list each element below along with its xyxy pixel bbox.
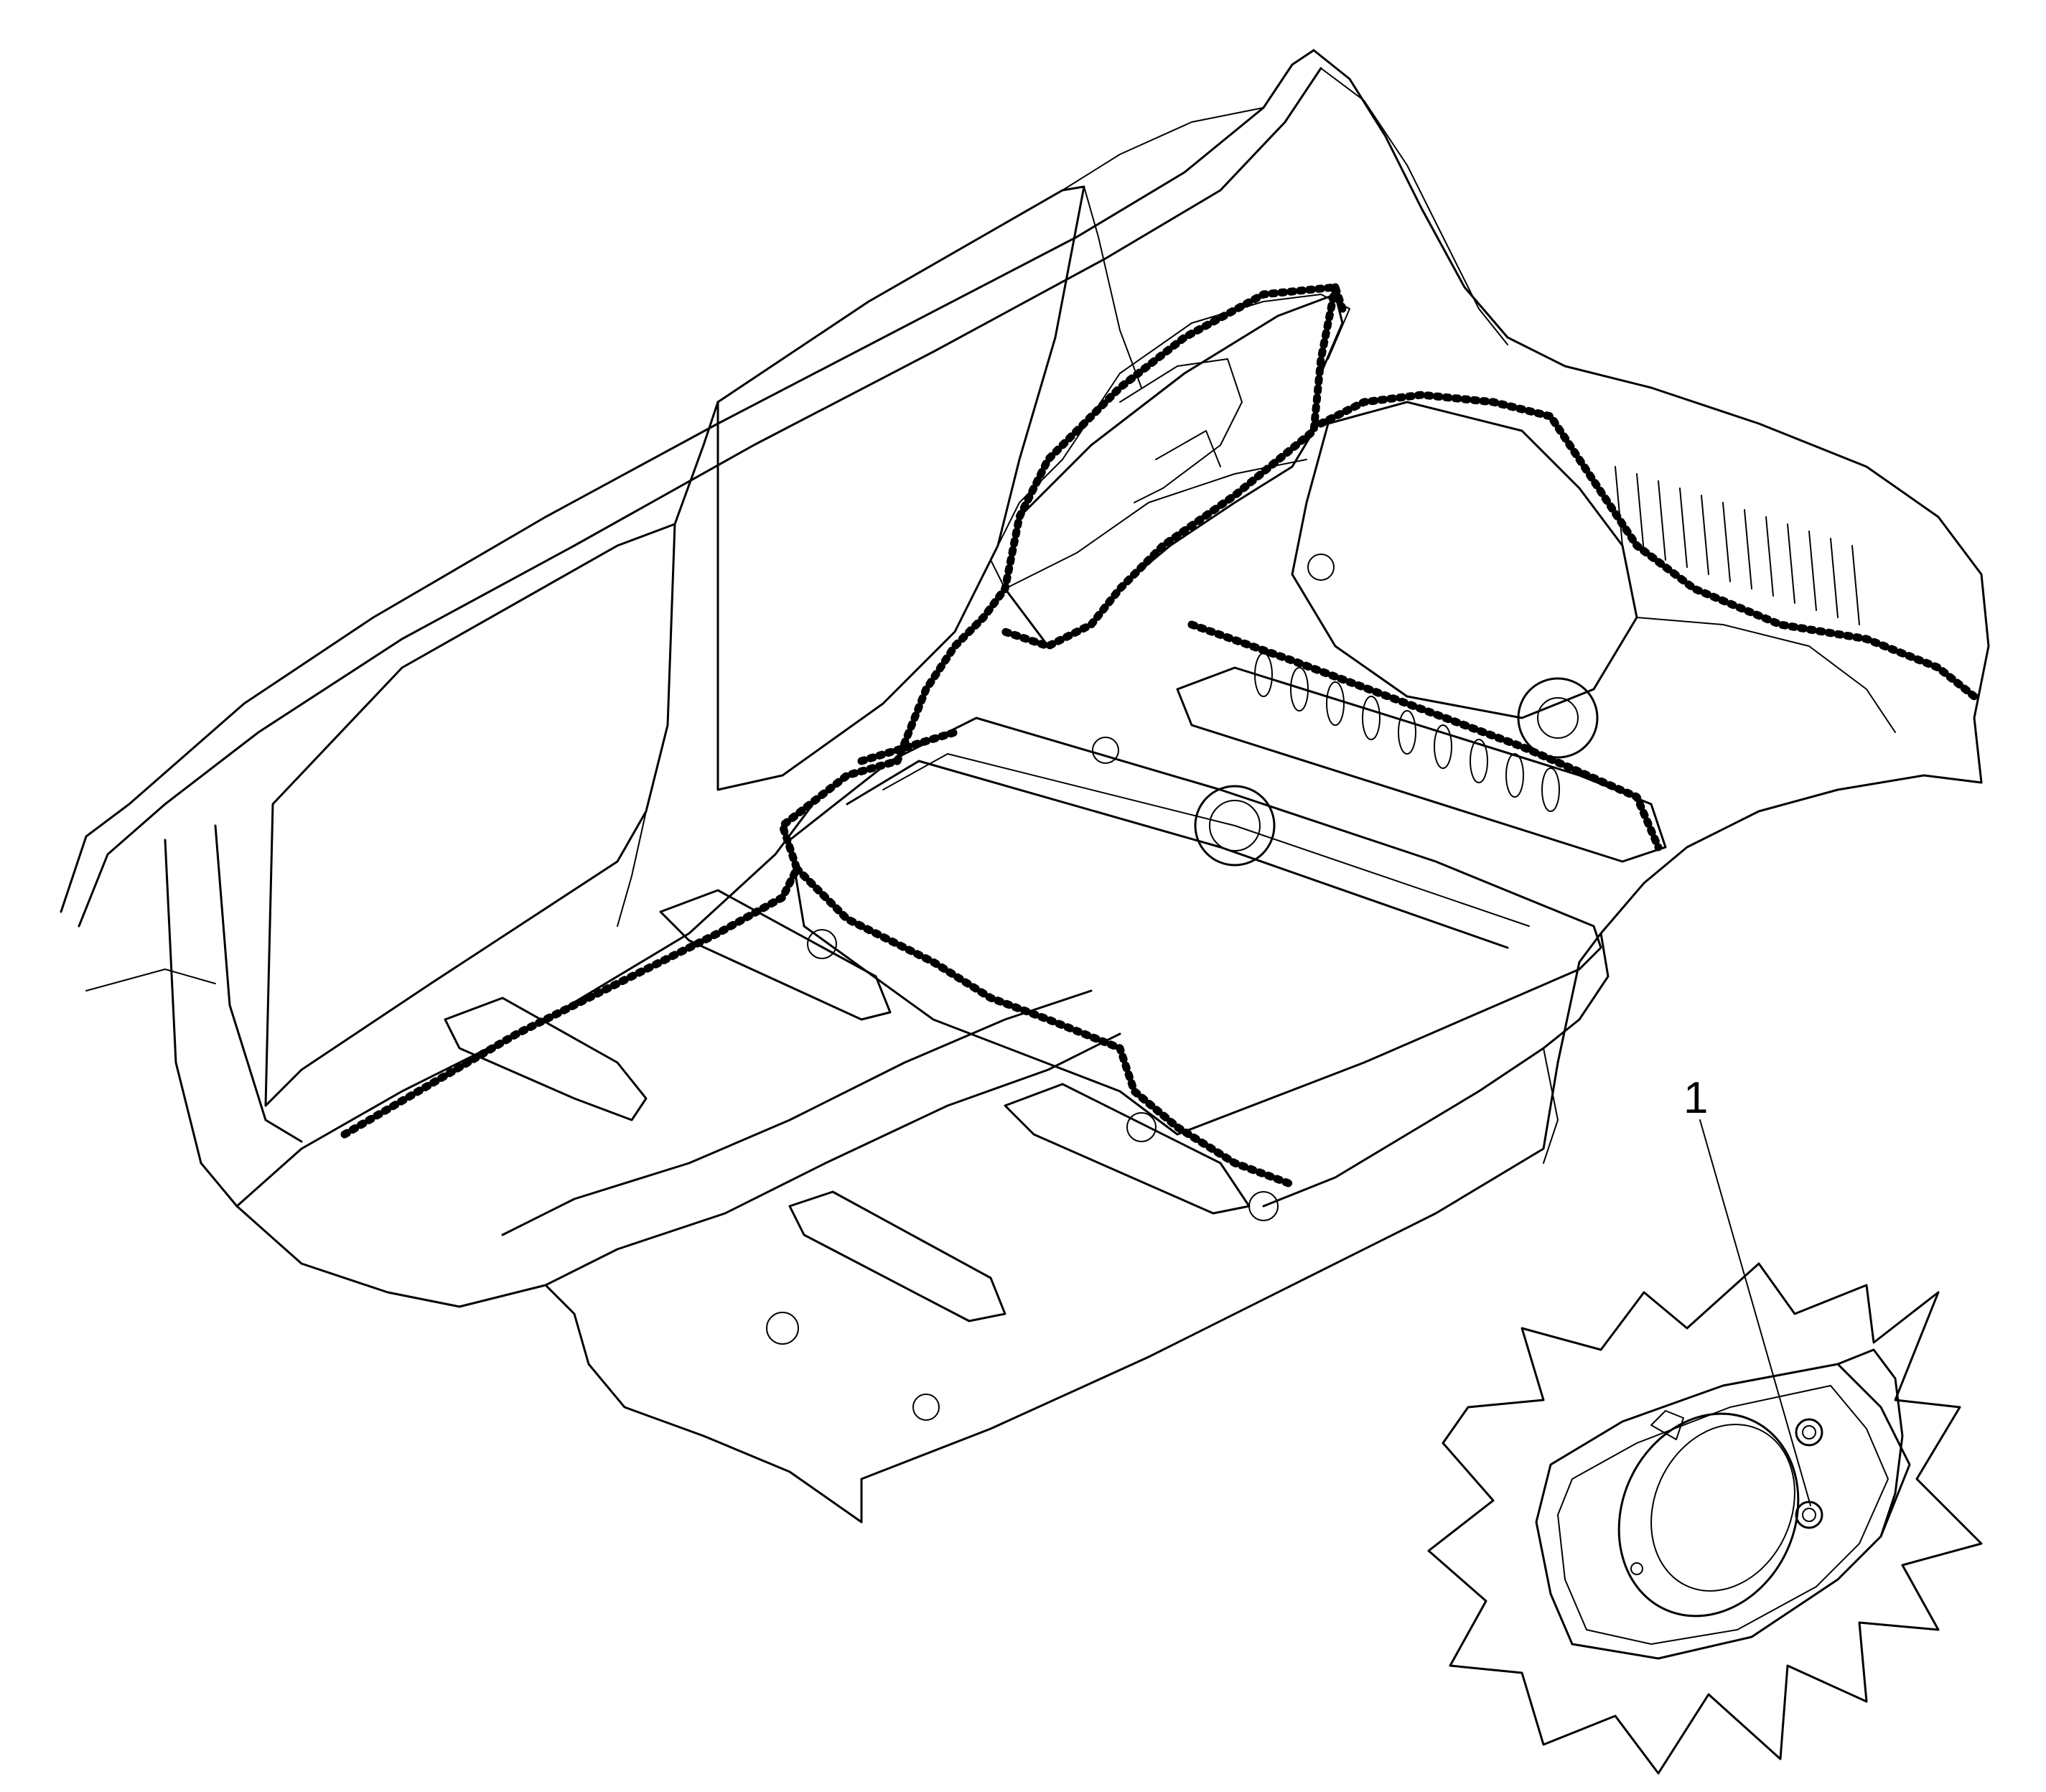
fastener-hole-lower: [1795, 1501, 1823, 1529]
floor-holes: [766, 554, 1335, 1421]
filler-opening: [1617, 1412, 1800, 1618]
detail-burst-outline: [1427, 1262, 1983, 1775]
body-side-frame: [60, 49, 1990, 1208]
callout-leader-line: [1699, 1119, 1811, 1506]
detail-inset: 1: [1427, 1073, 1983, 1775]
fastener-hole-upper: [1795, 1418, 1823, 1447]
rear-compartment: [1291, 401, 1896, 759]
sealer-bead: [340, 283, 1979, 1189]
cross-members: [444, 666, 1667, 1322]
cross-member-ovals: [1254, 653, 1560, 812]
floor-pan: [235, 294, 1983, 1523]
fuel-filler-housing: [1535, 1363, 1911, 1660]
callout-number-1: 1: [1683, 1073, 1708, 1123]
